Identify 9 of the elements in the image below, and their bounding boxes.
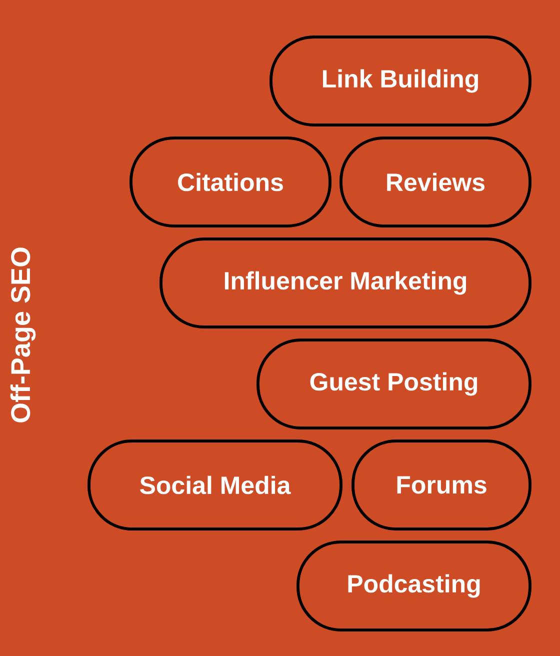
pill-box: Guest Posting — [256, 338, 532, 430]
pill-box: Podcasting — [296, 540, 532, 632]
pill-box: Link Building — [270, 36, 532, 126]
pill-box: Forums — [352, 440, 532, 530]
vertical-title: Off-Page SEO — [10, 248, 36, 422]
pill-box: Citations — [130, 136, 332, 228]
pill-box: Reviews — [340, 136, 532, 228]
pill-box: Social Media — [88, 440, 342, 530]
pill-box: Influencer Marketing — [160, 238, 532, 328]
